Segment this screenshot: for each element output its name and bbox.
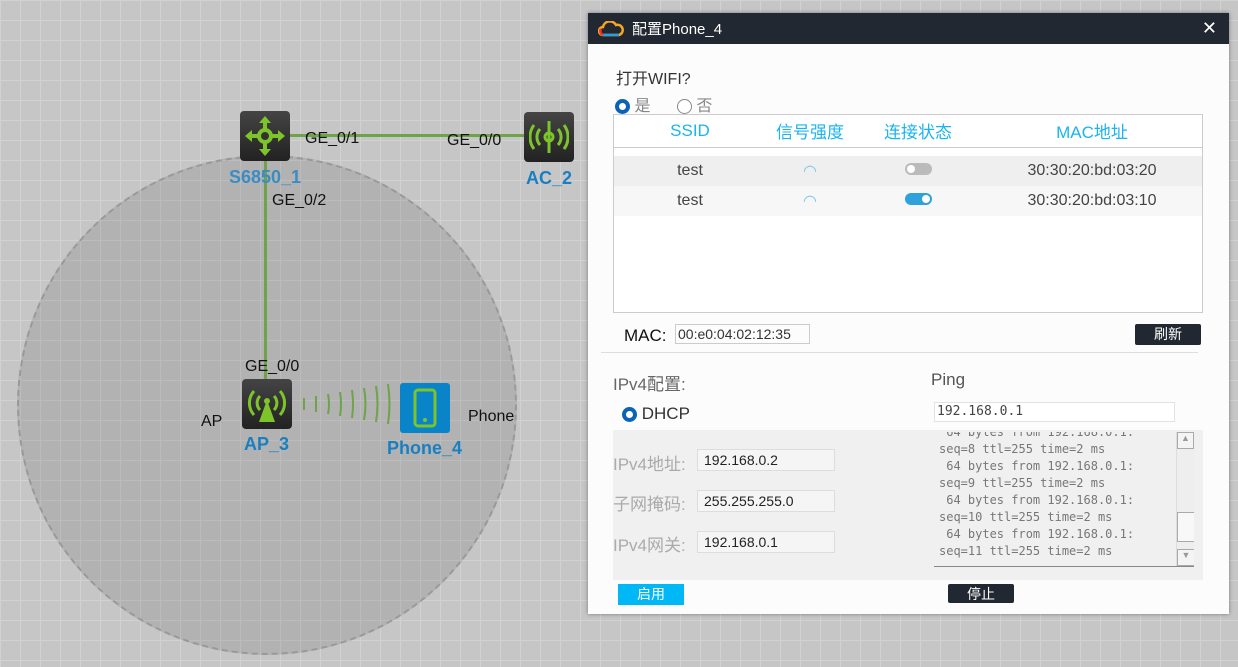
switch-device[interactable] <box>240 111 290 161</box>
ping-output-text: 64 bytes from 192.168.0.1: seq=8 ttl=255… <box>939 432 1135 558</box>
ssid-cell: test <box>677 192 703 209</box>
refresh-button[interactable]: 刷新 <box>1135 324 1201 345</box>
wireless-signal-icon <box>303 383 391 425</box>
gateway-field[interactable]: 192.168.0.1 <box>697 531 835 553</box>
access-controller-icon <box>529 121 569 153</box>
mask-label: 子网掩码: <box>613 495 686 514</box>
ac-device[interactable] <box>524 112 574 162</box>
switch-name: S6850_1 <box>229 167 302 187</box>
phone-device[interactable] <box>400 383 450 433</box>
dialog-titlebar: 配置Phone_4 ✕ <box>588 13 1229 44</box>
config-dialog: 配置Phone_4 ✕ 打开WIFI? 是 否 SSID 信号强度 连接状态 M… <box>588 13 1229 614</box>
col-mac: MAC地址 <box>1056 123 1128 143</box>
phone-name: Phone_4 <box>387 438 463 458</box>
ap-name: AP_3 <box>244 434 290 454</box>
table-row[interactable]: test ◠ 30:30:20:bd:03:10 <box>614 186 1202 216</box>
port-label: GE_0/0 <box>447 132 502 149</box>
switch-icon <box>245 116 285 156</box>
mac-field[interactable]: 00:e0:04:02:12:35 <box>675 324 810 344</box>
dhcp-option: DHCP <box>622 404 690 424</box>
dhcp-radio[interactable] <box>622 407 637 423</box>
dhcp-label: DHCP <box>641 404 690 423</box>
wifi-no-label: 否 <box>696 98 713 115</box>
ssid-cell: test <box>677 162 703 179</box>
link-switch-ap <box>264 160 267 380</box>
scroll-thumb[interactable] <box>1177 512 1194 542</box>
ip-field[interactable]: 192.168.0.2 <box>697 449 835 471</box>
col-status: 连接状态 <box>884 123 952 143</box>
col-signal: 信号强度 <box>776 123 844 143</box>
stop-button[interactable]: 停止 <box>948 584 1014 603</box>
scroll-down-icon[interactable]: ▼ <box>1177 549 1194 566</box>
mac-cell: 30:30:20:bd:03:10 <box>1027 192 1157 209</box>
close-icon[interactable]: ✕ <box>1201 18 1217 38</box>
port-label: GE_0/1 <box>305 130 360 147</box>
scrollbar[interactable]: ▲ ▼ <box>1176 432 1194 566</box>
ping-title: Ping <box>931 370 966 389</box>
ap-device[interactable] <box>242 379 292 429</box>
wifi-signal-icon: ◠ <box>803 193 817 210</box>
mac-label: MAC: <box>624 326 667 345</box>
dialog-title: 配置Phone_4 <box>632 21 723 38</box>
wifi-yes-radio[interactable] <box>615 99 630 115</box>
divider <box>601 352 1198 353</box>
access-point-icon <box>247 390 287 422</box>
ap-note: AP <box>201 413 223 430</box>
ping-target-input[interactable]: 192.168.0.1 <box>934 402 1175 422</box>
wifi-signal-icon: ◠ <box>803 163 817 180</box>
ac-name: AC_2 <box>526 168 573 188</box>
phone-icon <box>413 388 437 428</box>
wifi-no-radio[interactable] <box>676 99 692 115</box>
ping-output: 64 bytes from 192.168.0.1: seq=8 ttl=255… <box>934 432 1194 567</box>
port-label: GE_0/2 <box>272 192 327 209</box>
connect-toggle[interactable] <box>904 163 932 175</box>
enable-button[interactable]: 启用 <box>618 584 684 605</box>
wifi-options: 是 否 <box>615 92 712 116</box>
ip-label: IPv4地址: <box>613 455 686 474</box>
table-row[interactable]: test ◠ 30:30:20:bd:03:20 <box>614 156 1202 186</box>
wifi-yes-label: 是 <box>634 98 651 115</box>
scroll-up-icon[interactable]: ▲ <box>1177 432 1194 449</box>
wifi-table: SSID 信号强度 连接状态 MAC地址 test ◠ 30:30:20:bd:… <box>613 114 1203 313</box>
connect-toggle[interactable] <box>904 193 932 205</box>
port-label: GE_0/0 <box>245 358 300 375</box>
ipv4-title: IPv4配置: <box>613 375 686 394</box>
phone-note: Phone <box>468 408 515 425</box>
cloud-logo-icon <box>598 20 624 36</box>
mask-field[interactable]: 255.255.255.0 <box>697 490 835 512</box>
gateway-label: IPv4网关: <box>613 536 686 555</box>
wifi-question: 打开WIFI? <box>616 71 691 88</box>
col-ssid: SSID <box>670 120 710 140</box>
link-switch-ac <box>265 134 525 137</box>
mac-cell: 30:30:20:bd:03:20 <box>1027 162 1157 179</box>
